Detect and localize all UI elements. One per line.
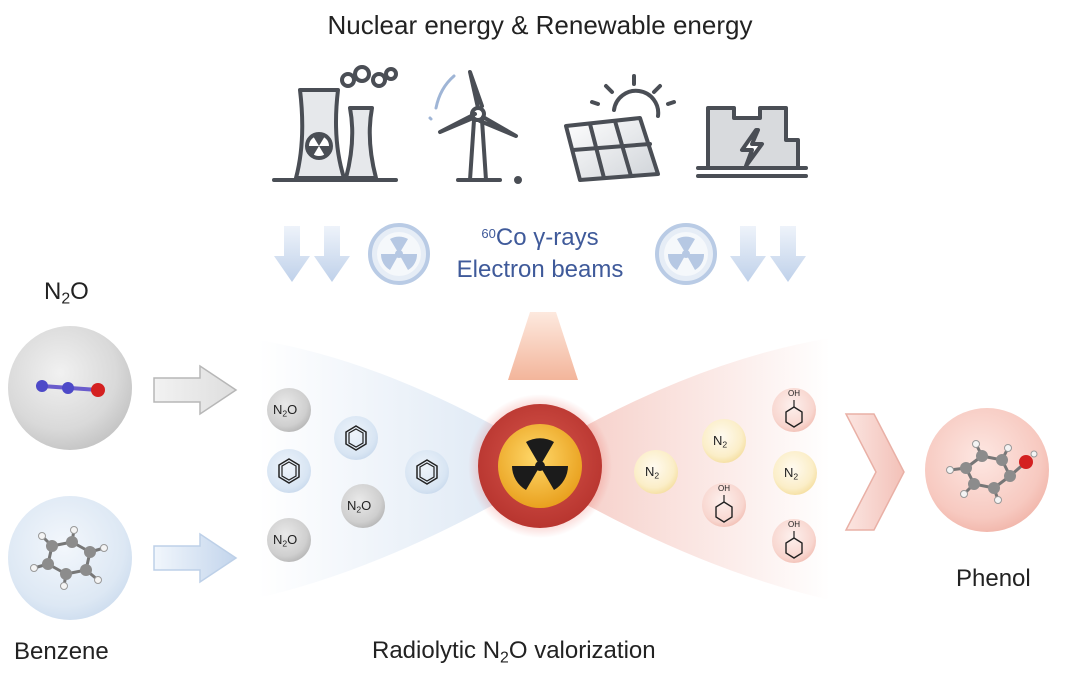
benzene-label: Benzene xyxy=(14,638,109,665)
n2o-particle xyxy=(267,388,311,432)
n2-particle-label: N2 xyxy=(784,465,799,482)
radiation-source-line1: 60Co γ-rays xyxy=(481,224,599,251)
down-arrow-icon xyxy=(274,226,806,282)
benzene-molecule-icon xyxy=(8,496,132,620)
n2-particle-label: N2 xyxy=(713,433,728,450)
n2o-particle-label: N2O xyxy=(273,532,298,549)
radiation-source-label: 60Co γ-rays Electron beams xyxy=(410,222,670,286)
benzene-particle xyxy=(405,450,449,494)
oh-label: OH xyxy=(788,389,800,398)
phenol-particle xyxy=(772,388,816,432)
input-arrow-icon xyxy=(153,364,238,416)
n2-particle-label: N2 xyxy=(645,464,660,481)
radiation-source-line2: Electron beams xyxy=(456,256,624,283)
process-label: Radiolytic N2O valorization xyxy=(372,637,656,667)
benzene-particle xyxy=(267,449,311,493)
reaction-channel-right xyxy=(560,338,830,600)
radiation-symbol-icon xyxy=(368,223,430,285)
solar-panel-icon xyxy=(564,74,676,182)
power-station-icon xyxy=(696,106,808,178)
n2-particle xyxy=(702,419,746,463)
n2o-particle xyxy=(341,484,385,528)
n2o-particle xyxy=(267,518,311,562)
phenol-label: Phenol xyxy=(956,565,1031,592)
n2o-label: N2O xyxy=(44,278,89,308)
input-arrow-icon xyxy=(153,532,238,584)
n2-particle xyxy=(773,451,817,495)
n2o-molecule-icon xyxy=(8,326,132,450)
nuclear-plant-icon xyxy=(272,65,398,182)
n2-particle xyxy=(634,450,678,494)
benzene-particle xyxy=(334,416,378,460)
wind-turbine-icon xyxy=(428,70,522,184)
output-chevron-icon xyxy=(844,413,905,531)
phenol-molecule-icon xyxy=(925,408,1049,532)
phenol-particle xyxy=(702,483,746,527)
radiation-beam xyxy=(508,312,578,380)
phenol-particle xyxy=(772,519,816,563)
oh-label: OH xyxy=(788,520,800,529)
oh-label: OH xyxy=(718,484,730,493)
reaction-channel-left xyxy=(258,340,520,598)
n2o-particle-label: N2O xyxy=(273,402,298,419)
radiation-symbol-icon xyxy=(655,223,717,285)
page-title: Nuclear energy & Renewable energy xyxy=(327,10,753,40)
radiation-core-icon xyxy=(468,394,612,538)
n2o-particle-label: N2O xyxy=(347,498,372,515)
